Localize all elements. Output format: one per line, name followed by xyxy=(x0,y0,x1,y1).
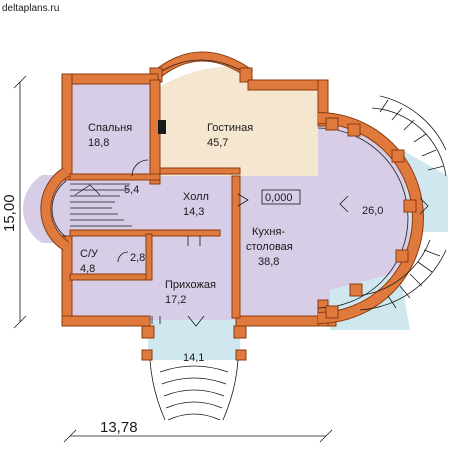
room-porch-area: 14,1 xyxy=(183,352,204,364)
porch-stairs xyxy=(149,359,239,421)
room-bedroom-name: Спальня xyxy=(88,122,132,134)
room-stair-area: 5,4 xyxy=(124,184,139,196)
porch-columns xyxy=(141,325,247,361)
stair-tower-left xyxy=(40,167,132,251)
room-bedroom-area: 18,8 xyxy=(88,137,109,149)
room-wc-area: 4,8 xyxy=(80,263,95,275)
room-wc-name: С/У xyxy=(80,248,99,260)
room-living-area: 45,7 xyxy=(207,137,228,149)
exterior-walls xyxy=(61,73,337,327)
room-kitchen-name-line2: столовая xyxy=(246,241,293,253)
site-watermark: deltaplans.ru xyxy=(2,3,59,14)
room-living-name: Гостиная xyxy=(207,122,253,134)
kitchen-bay-wall xyxy=(317,112,424,324)
wall-piers xyxy=(325,117,417,319)
fireplace xyxy=(158,120,166,134)
room-kitchen-name-line1: Кухня- xyxy=(252,226,285,238)
room-bay-area: 26,0 xyxy=(362,205,383,217)
room-entrance-name: Прихожая xyxy=(165,279,216,291)
dimension-height: 15,00 xyxy=(1,194,18,232)
living-room-bay-window xyxy=(149,51,253,83)
room-closet-area: 2,8 xyxy=(130,252,145,264)
dimension-lines xyxy=(13,75,333,443)
room-hall-name: Холл xyxy=(183,191,209,203)
level-mark: 0,000 xyxy=(265,192,293,204)
right-terrace-stairs xyxy=(355,95,447,311)
dimension-width: 13,78 xyxy=(100,419,138,436)
room-kitchen-area: 38,8 xyxy=(258,256,279,268)
room-hall-area: 14,3 xyxy=(183,206,204,218)
room-entrance-area: 17,2 xyxy=(165,294,186,306)
doors xyxy=(117,159,429,327)
level-mark-box xyxy=(261,189,301,205)
